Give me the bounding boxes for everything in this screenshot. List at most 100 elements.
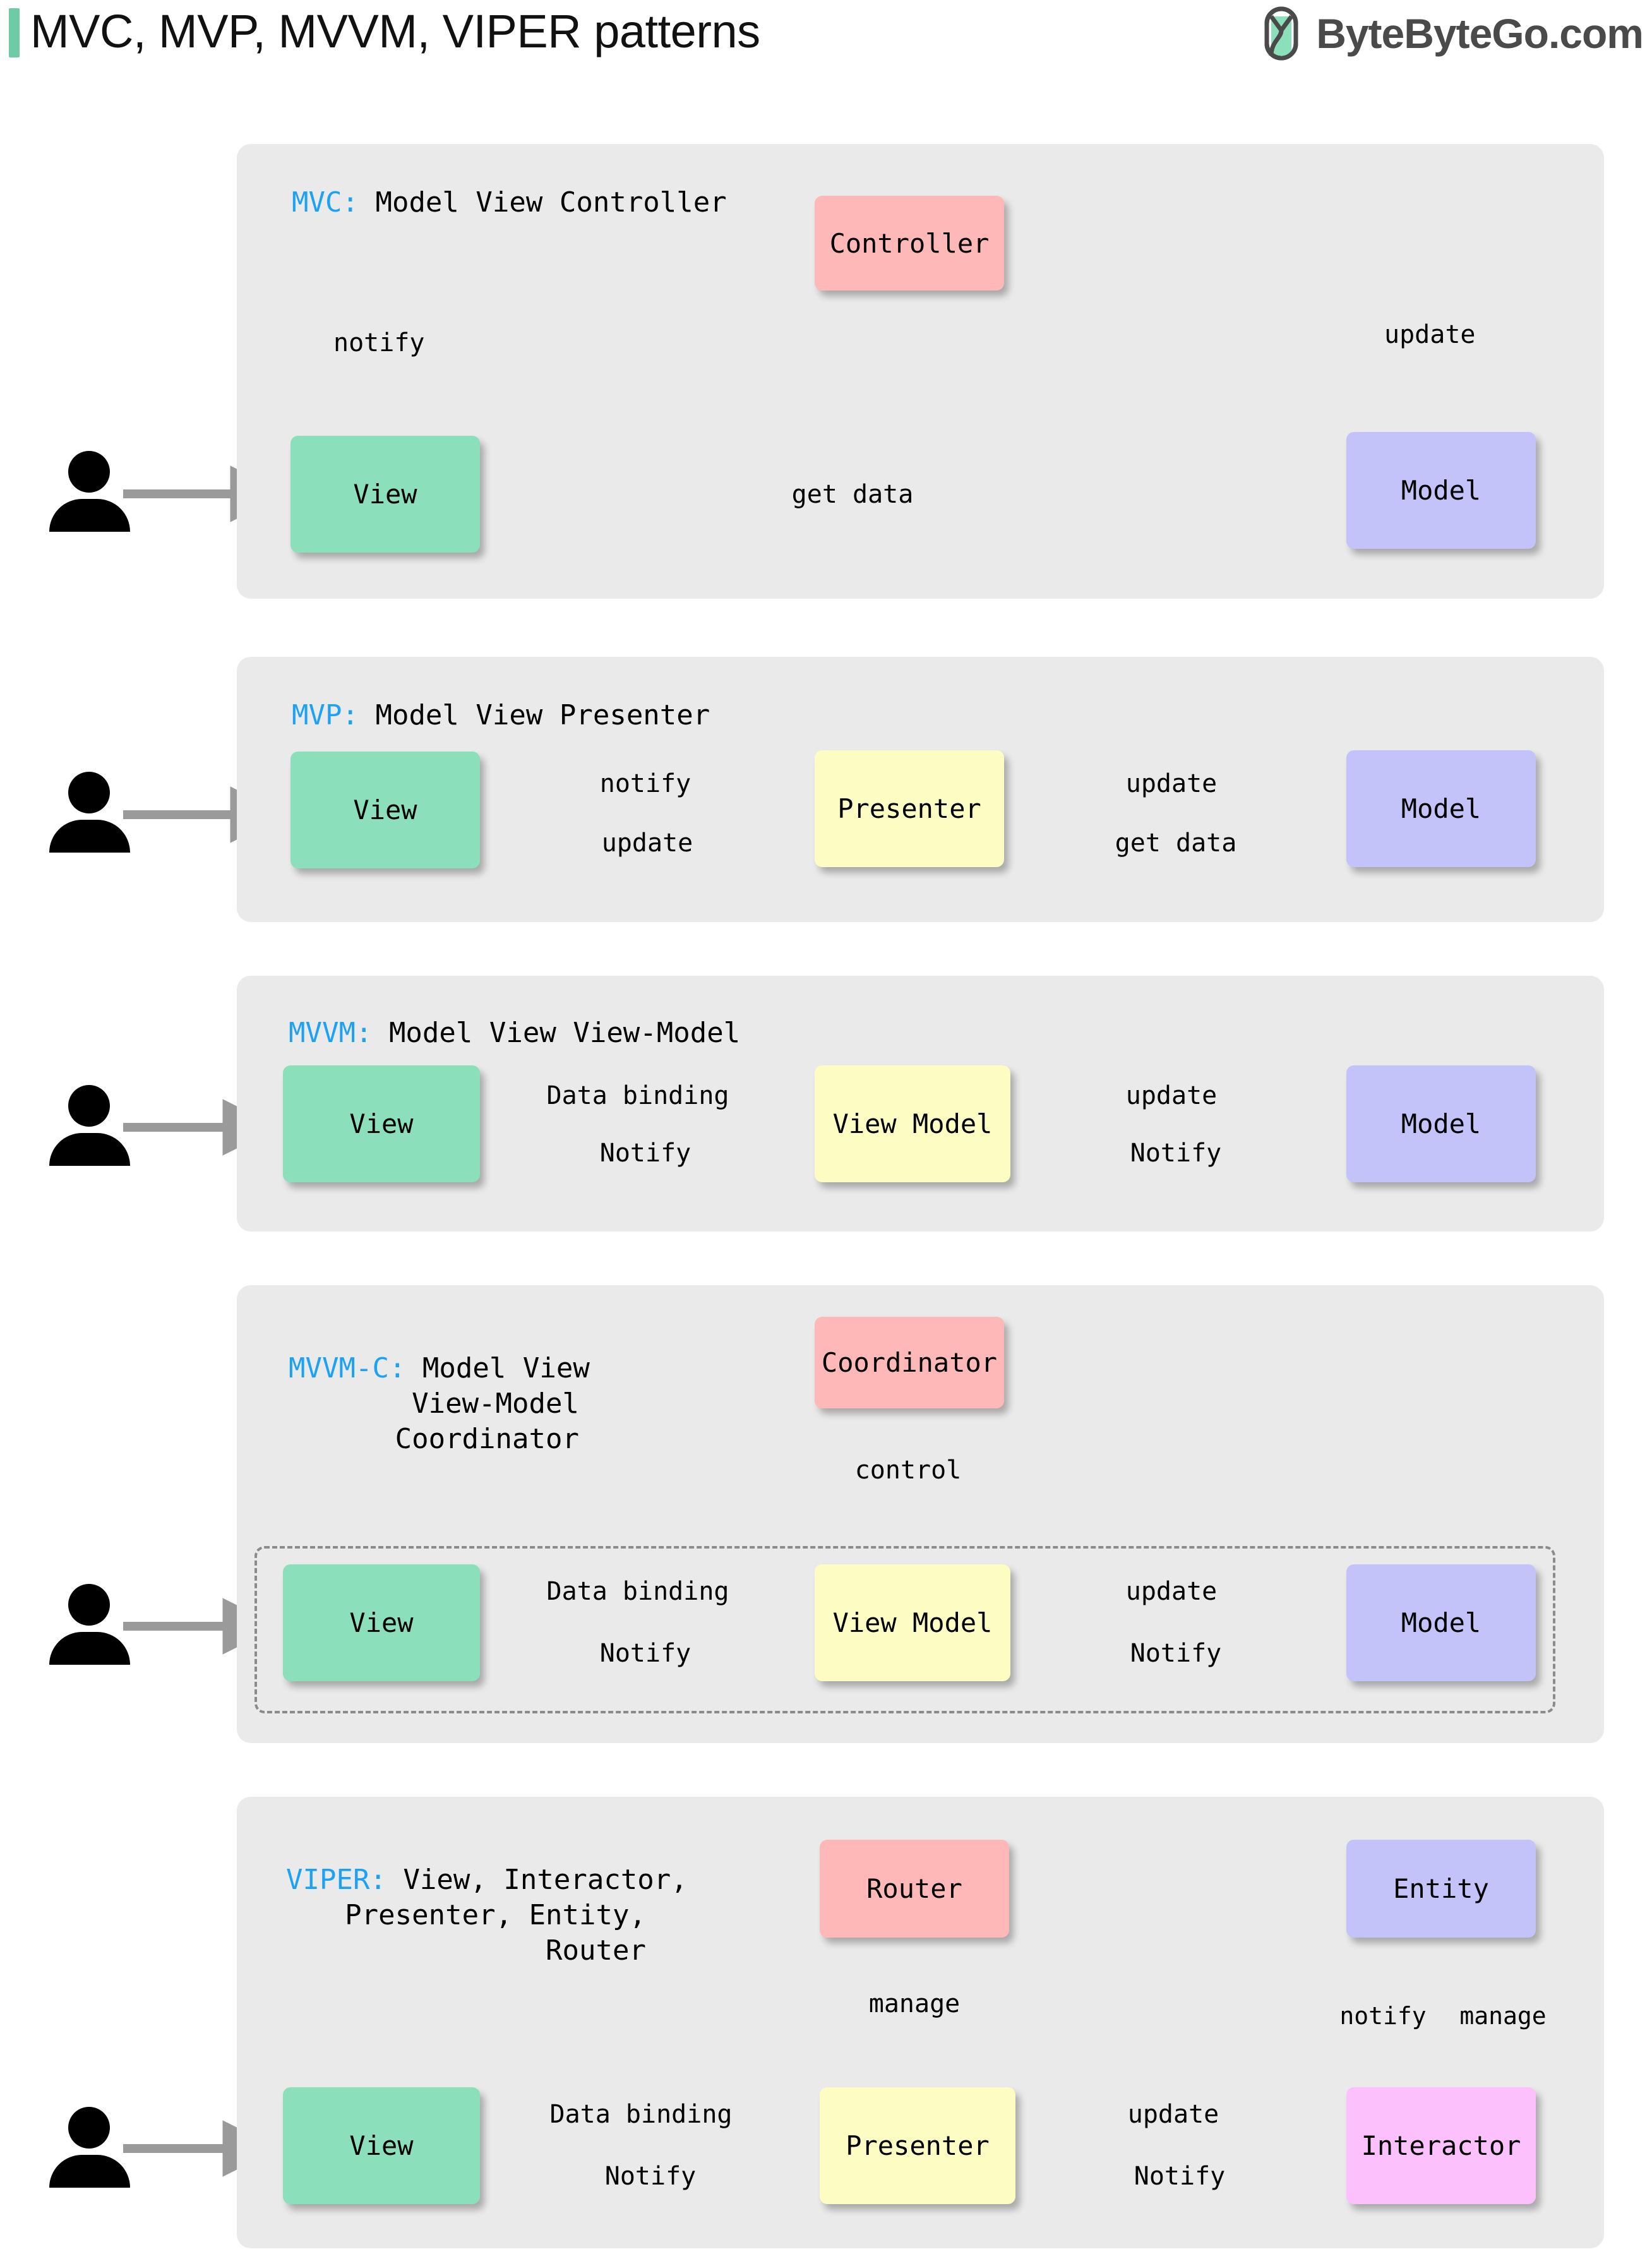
node-view-mvvm-c-label: View: [349, 1607, 414, 1638]
node-view-mvvm-c[interactable]: View: [283, 1564, 480, 1681]
node-presenter-viper[interactable]: Presenter: [820, 2087, 1015, 2204]
panel-mvvm-key: MVVM:: [289, 1017, 373, 1049]
node-model-mvvm[interactable]: Model: [1346, 1065, 1536, 1182]
node-view-model-mvvm-c[interactable]: View Model: [815, 1564, 1010, 1681]
panel-mvc-key: MVC:: [292, 186, 359, 219]
node-model-mvp-label: Model: [1401, 793, 1481, 824]
edge-label-databinding-mvvm-c: Data binding: [546, 1577, 729, 1606]
node-view-mvc-label: View: [353, 479, 417, 510]
node-model-mvc[interactable]: Model: [1346, 432, 1536, 549]
node-view-viper[interactable]: View: [283, 2087, 480, 2204]
panel-mvvm-c-title-2: View-Model: [412, 1388, 579, 1420]
panel-mvp-key: MVP:: [292, 699, 359, 731]
edge-label-update-mvc: update: [1384, 320, 1476, 349]
edge-label-update-back-mvp: update: [601, 829, 693, 858]
edge-label-notify-left-mvvm: Notify: [599, 1139, 691, 1168]
edge-label-notify-mvp: notify: [599, 769, 691, 798]
brand-name: ByteByteGo.com: [1316, 10, 1644, 57]
person-body-icon: [49, 820, 130, 853]
node-router-viper-label: Router: [866, 1873, 962, 1904]
node-coordinator-mvvm-c-label: Coordinator: [821, 1347, 998, 1378]
panel-mvvm-c-title-3: Coordinator: [395, 1423, 579, 1455]
panel-mvc-title: Model View Controller: [358, 186, 727, 219]
edge-label-notify-right-mvvm: Notify: [1130, 1139, 1222, 1168]
edge-label-update-viper: update: [1127, 2100, 1219, 2129]
actor-person-mvvm-c: [49, 1584, 138, 1665]
person-body-icon: [49, 2155, 130, 2188]
edge-label-update-mvvm: update: [1125, 1081, 1218, 1110]
panel-mvp-label: MVP: Model View Presenter: [292, 698, 710, 733]
node-model-mvvm-c[interactable]: Model: [1346, 1564, 1536, 1681]
node-view-model-mvvm[interactable]: View Model: [815, 1065, 1010, 1182]
node-view-mvp-label: View: [353, 794, 417, 825]
person-head-icon: [68, 451, 110, 493]
node-view-mvp[interactable]: View: [290, 752, 480, 868]
actor-person-mvc: [49, 451, 138, 532]
panel-viper-title-2: Presenter, Entity,: [345, 1899, 646, 1931]
edge-label-databinding-mvvm: Data binding: [546, 1081, 729, 1110]
edge-label-update-mvp: update: [1125, 769, 1218, 798]
node-model-mvc-label: Model: [1401, 475, 1481, 506]
panel-viper-label: VIPER: View, Interactor,Presenter, Entit…: [286, 1862, 688, 1969]
panel-mvvm-title: Model View View-Model: [372, 1017, 741, 1049]
node-presenter-viper-label: Presenter: [846, 2130, 990, 2161]
node-view-mvc[interactable]: View: [290, 436, 480, 553]
person-body-icon: [49, 1133, 130, 1166]
node-entity-viper-label: Entity: [1393, 1873, 1489, 1904]
panel-mvvm-c-key: MVVM-C:: [289, 1352, 406, 1384]
bytebytego-logo-icon: [1258, 6, 1305, 61]
edge-label-notify-left-mvvm-c: Notify: [599, 1639, 691, 1668]
page-header: MVC, MVP, MVVM, VIPER patterns ByteByteG…: [0, 0, 1652, 95]
panel-mvvm-c-title-1: Model View: [405, 1352, 590, 1384]
node-entity-viper[interactable]: Entity: [1346, 1840, 1536, 1938]
panel-viper-key: VIPER:: [286, 1864, 386, 1896]
edge-label-notify-right-mvvm-c: Notify: [1130, 1639, 1222, 1668]
edge-label-manage-router-viper: manage: [868, 1989, 961, 2018]
node-controller-mvc-label: Controller: [829, 227, 990, 259]
actor-person-viper: [49, 2107, 138, 2188]
panel-viper-title-1: View, Interactor,: [386, 1864, 688, 1896]
person-body-icon: [49, 499, 130, 532]
page-title: MVC, MVP, MVVM, VIPER patterns: [30, 5, 760, 57]
edge-label-manage-entity-viper: manage: [1459, 2002, 1547, 2030]
person-head-icon: [68, 772, 110, 813]
actor-person-mvvm: [49, 1085, 138, 1166]
node-model-mvp[interactable]: Model: [1346, 750, 1536, 867]
edge-label-notify-entity-viper: notify: [1339, 2002, 1427, 2030]
node-model-mvvm-label: Model: [1401, 1108, 1481, 1139]
person-head-icon: [68, 1085, 110, 1127]
edge-label-getdata-mvp: get data: [1115, 829, 1237, 858]
node-view-mvvm-label: View: [349, 1108, 414, 1139]
brand-logo-group: ByteByteGo.com: [1258, 6, 1644, 61]
node-interactor-viper-label: Interactor: [1361, 2130, 1521, 2161]
panel-mvvm-label: MVVM: Model View View-Model: [289, 1016, 740, 1051]
node-interactor-viper[interactable]: Interactor: [1346, 2087, 1536, 2204]
node-presenter-mvp-label: Presenter: [837, 793, 981, 824]
person-head-icon: [68, 1584, 110, 1626]
edge-label-getdata-mvc: get data: [791, 480, 914, 509]
node-view-viper-label: View: [349, 2130, 414, 2161]
edge-label-control-mvvm-c: control: [854, 1456, 962, 1485]
node-presenter-mvp[interactable]: Presenter: [815, 750, 1004, 867]
actor-person-mvp: [49, 772, 138, 853]
node-model-mvvm-c-label: Model: [1401, 1607, 1481, 1638]
node-router-viper[interactable]: Router: [820, 1840, 1009, 1938]
edge-label-notify-mvc: notify: [333, 328, 425, 357]
panel-mvc-label: MVC: Model View Controller: [292, 185, 727, 220]
panel-viper-title-3: Router: [546, 1934, 646, 1967]
person-body-icon: [49, 1632, 130, 1665]
node-view-mvvm[interactable]: View: [283, 1065, 480, 1182]
edge-label-update-mvvm-c: update: [1125, 1577, 1218, 1606]
node-controller-mvc[interactable]: Controller: [815, 196, 1004, 291]
person-head-icon: [68, 2107, 110, 2149]
node-view-model-mvvm-c-label: View Model: [832, 1607, 993, 1638]
mvvm-c-module-boundary: [254, 1546, 1555, 1713]
title-accent-bar: [9, 8, 20, 57]
node-view-model-mvvm-label: View Model: [832, 1108, 993, 1139]
panel-mvp-title: Model View Presenter: [358, 699, 710, 731]
node-coordinator-mvvm-c[interactable]: Coordinator: [815, 1317, 1004, 1408]
edge-label-notify-right-viper: Notify: [1134, 2162, 1226, 2191]
edge-label-notify-left-viper: Notify: [604, 2162, 697, 2191]
edge-label-databinding-viper: Data binding: [549, 2100, 733, 2129]
